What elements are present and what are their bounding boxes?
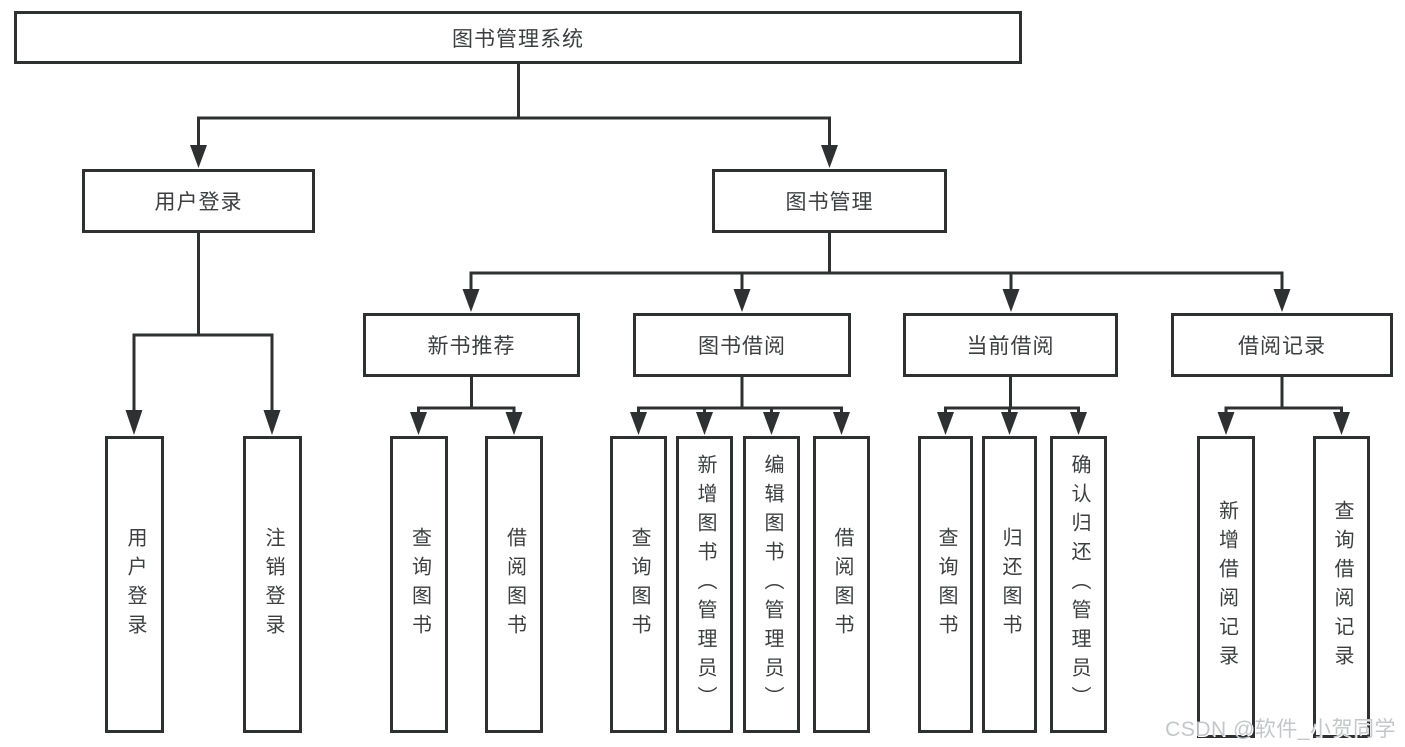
leaf-user-login-label: 用户登录 bbox=[124, 526, 146, 643]
leaf-query-books-2: 查询图书 bbox=[610, 436, 667, 733]
leaf-confirm-return-admin-label: 确认归还（管理员） bbox=[1068, 454, 1090, 715]
leaf-borrow-books: 借阅图书 bbox=[485, 436, 543, 733]
leaf-confirm-return-admin: 确认归还（管理员） bbox=[1050, 436, 1107, 733]
node-user-login-label: 用户登录 bbox=[154, 191, 243, 214]
node-user-login: 用户登录 bbox=[82, 169, 315, 233]
node-current-borrow: 当前借阅 bbox=[903, 313, 1118, 377]
leaf-borrow-books-2: 借阅图书 bbox=[813, 436, 870, 733]
leaf-query-books-3: 查询图书 bbox=[918, 436, 973, 733]
leaf-add-borrow-record-label: 新增借阅记录 bbox=[1215, 500, 1238, 674]
leaf-query-books-label: 查询图书 bbox=[408, 526, 431, 643]
node-borrow-records: 借阅记录 bbox=[1171, 313, 1393, 377]
leaf-borrow-books-label: 借阅图书 bbox=[503, 526, 526, 643]
leaf-edit-book-admin: 编辑图书（管理员） bbox=[743, 436, 800, 733]
node-current-borrow-label: 当前借阅 bbox=[966, 335, 1055, 358]
leaf-add-book-admin-label: 新增图书（管理员） bbox=[694, 454, 716, 715]
node-new-book-recommend-label: 新书推荐 bbox=[427, 335, 516, 358]
leaf-return-book-label: 归还图书 bbox=[999, 526, 1021, 643]
leaf-edit-book-admin-label: 编辑图书（管理员） bbox=[761, 454, 783, 715]
leaf-borrow-books-2-label: 借阅图书 bbox=[831, 526, 853, 643]
node-borrow-records-label: 借阅记录 bbox=[1238, 335, 1326, 358]
node-root: 图书管理系统 bbox=[14, 11, 1022, 64]
leaf-query-books-3-label: 查询图书 bbox=[935, 526, 957, 643]
leaf-query-books: 查询图书 bbox=[390, 436, 448, 733]
leaf-logout: 注销登录 bbox=[243, 436, 302, 733]
node-book-management: 图书管理 bbox=[712, 169, 947, 233]
node-root-label: 图书管理系统 bbox=[452, 27, 584, 51]
leaf-user-login: 用户登录 bbox=[105, 436, 164, 733]
leaf-logout-label: 注销登录 bbox=[262, 526, 284, 643]
node-book-borrow-label: 图书借阅 bbox=[698, 335, 786, 358]
csdn-watermark: CSDN @软件_小贺同学 bbox=[1165, 718, 1396, 741]
node-book-borrow: 图书借阅 bbox=[633, 313, 851, 377]
leaf-query-books-2-label: 查询图书 bbox=[628, 526, 650, 643]
leaf-return-book: 归还图书 bbox=[982, 436, 1037, 733]
leaf-add-book-admin: 新增图书（管理员） bbox=[676, 436, 733, 733]
node-book-management-label: 图书管理 bbox=[785, 191, 874, 214]
node-new-book-recommend: 新书推荐 bbox=[363, 313, 580, 377]
leaf-query-borrow-record: 查询借阅记录 bbox=[1313, 436, 1370, 738]
leaf-query-borrow-record-label: 查询借阅记录 bbox=[1331, 500, 1353, 674]
leaf-add-borrow-record: 新增借阅记录 bbox=[1197, 436, 1255, 738]
